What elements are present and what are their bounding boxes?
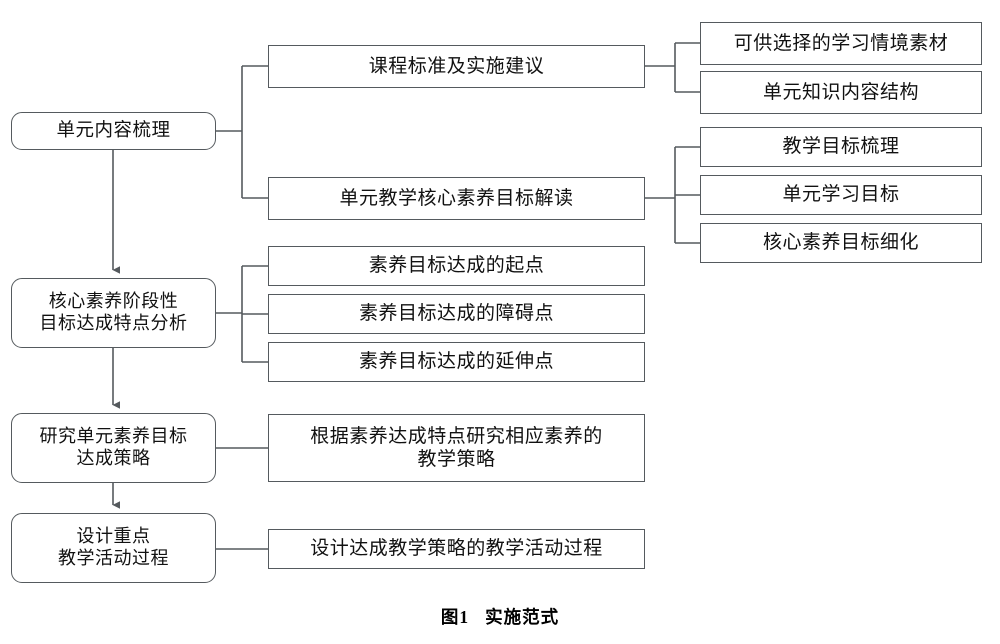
stage-node[interactable]: 研究单元素养目标 达成策略 xyxy=(11,413,216,483)
content-box-label: 课程标准及实施建议 xyxy=(368,55,545,77)
content-box[interactable]: 单元知识内容结构 xyxy=(700,71,982,114)
content-box[interactable]: 核心素养目标细化 xyxy=(700,223,982,263)
content-box[interactable]: 素养目标达成的障碍点 xyxy=(268,294,645,334)
stage-label: 设计重点 教学活动过程 xyxy=(58,526,169,568)
content-box-label: 单元学习目标 xyxy=(782,184,900,206)
content-box[interactable]: 根据素养达成特点研究相应素养的 教学策略 xyxy=(268,414,645,482)
bracket-goal-interpretation xyxy=(645,146,700,244)
stage-label: 核心素养阶段性 目标达成特点分析 xyxy=(39,291,188,333)
stage-node[interactable]: 核心素养阶段性 目标达成特点分析 xyxy=(11,278,216,348)
content-box[interactable]: 单元学习目标 xyxy=(700,175,982,215)
content-box-label: 设计达成教学策略的教学活动过程 xyxy=(310,538,603,560)
content-box-label: 根据素养达成特点研究相应素养的 教学策略 xyxy=(310,425,603,470)
content-box[interactable]: 课程标准及实施建议 xyxy=(268,45,645,88)
content-box-label: 素养目标达成的延伸点 xyxy=(358,351,554,373)
stage-node[interactable]: 单元内容梳理 xyxy=(11,112,216,150)
content-box[interactable]: 素养目标达成的延伸点 xyxy=(268,342,645,382)
content-box[interactable]: 设计达成教学策略的教学活动过程 xyxy=(268,529,645,569)
bracket-curriculum-standard xyxy=(645,42,700,93)
content-box-label: 素养目标达成的障碍点 xyxy=(358,303,554,325)
content-box-label: 教学目标梳理 xyxy=(782,136,900,158)
figure-caption: 图1 实施范式 xyxy=(0,604,1000,629)
stage-label: 单元内容梳理 xyxy=(56,120,171,141)
content-box-label: 单元知识内容结构 xyxy=(762,81,919,103)
content-box[interactable]: 素养目标达成的起点 xyxy=(268,246,645,286)
content-box-label: 可供选择的学习情境素材 xyxy=(733,32,949,54)
content-box[interactable]: 可供选择的学习情境素材 xyxy=(700,22,982,65)
content-box[interactable]: 单元教学核心素养目标解读 xyxy=(268,177,645,220)
bracket-stage2 xyxy=(216,265,268,363)
content-box-label: 素养目标达成的起点 xyxy=(368,255,545,277)
stage-node[interactable]: 设计重点 教学活动过程 xyxy=(11,513,216,583)
content-box-label: 核心素养目标细化 xyxy=(762,232,919,254)
figure-caption-title: 实施范式 xyxy=(485,607,560,627)
figure-caption-number: 图1 xyxy=(440,607,470,627)
bracket-stage1 xyxy=(216,65,268,199)
stage-label: 研究单元素养目标 达成策略 xyxy=(39,426,188,468)
content-box-label: 单元教学核心素养目标解读 xyxy=(339,187,574,209)
content-box[interactable]: 教学目标梳理 xyxy=(700,127,982,167)
